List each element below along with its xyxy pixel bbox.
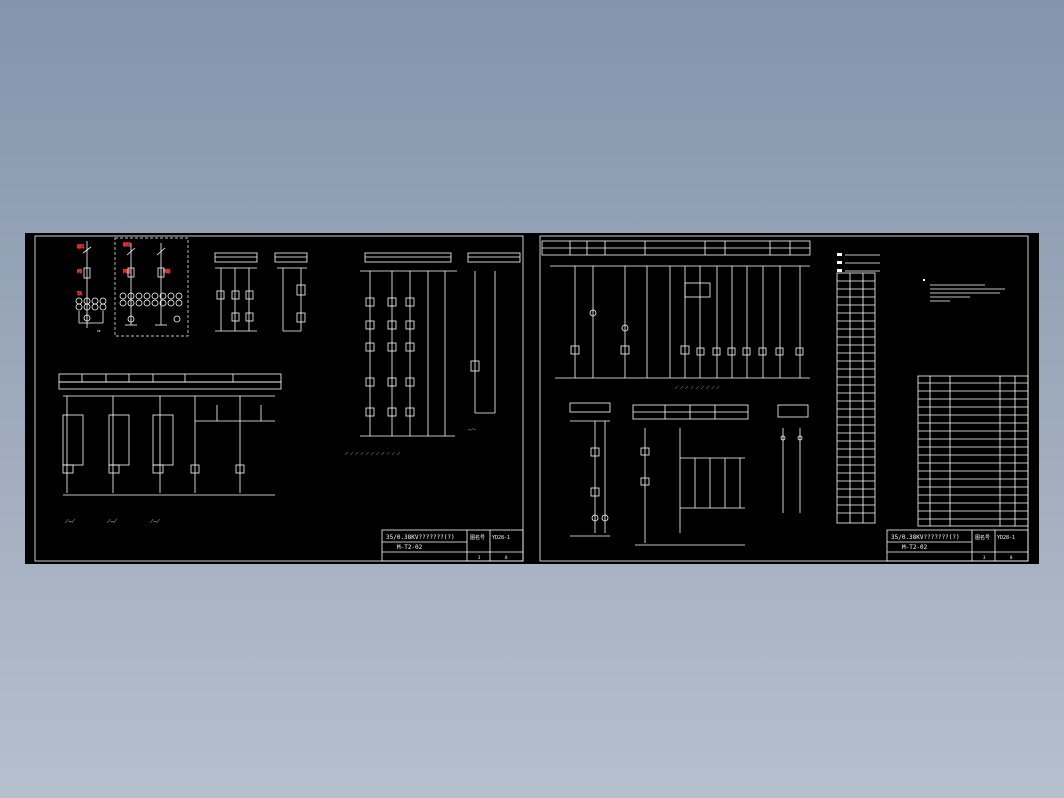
left-drawing-no: M-T2-02: [397, 544, 423, 551]
lower-schematic-2: [632, 404, 749, 546]
right-drawing-no: M-T2-02: [902, 544, 928, 551]
equipment-table: [917, 375, 1029, 527]
primary-circuit-right: QS2 FU2 FU3: [119, 242, 183, 326]
left-label-code: YD28-1: [492, 535, 510, 541]
right-label-tuhao: 图名号: [975, 534, 990, 541]
control-block-1: [214, 252, 258, 332]
svg-text:⟋─⟋: ⟋─⟋: [107, 519, 118, 525]
cad-viewport[interactable]: QS1 FU TA PE QS2 FU2 FU3: [25, 233, 1039, 564]
svg-text:FU3: FU3: [163, 269, 171, 274]
switchgear-enclosure: [114, 237, 189, 337]
control-block-2: [274, 252, 308, 332]
left-title: 35/0.38KV???????(?): [386, 534, 455, 541]
schematic-drawing: QS1 FU TA PE QS2 FU2 FU3: [34, 235, 1029, 562]
right-row-num-1: 3: [983, 555, 986, 560]
left-sheet-frame: [34, 235, 524, 562]
title-block-left: 35/0.38KV???????(?) M-T2-02 图名号 YD28-1 3…: [381, 529, 524, 562]
red-label-1: QS1: [77, 244, 85, 249]
svg-text:⟋─⟋: ⟋─⟋: [150, 519, 161, 525]
red-label-2: FU: [77, 269, 82, 274]
svg-text:—⟋—: —⟋—: [468, 427, 476, 432]
svg-text:QS2: QS2: [123, 242, 131, 247]
right-row-num-2: 8: [1010, 555, 1013, 560]
title-block-right: 35/0.38KV???????(?) M-T2-02 图名号 YD28-1 3…: [886, 529, 1029, 562]
left-row-num-2: 8: [505, 555, 508, 560]
notes-block: [923, 279, 1005, 302]
left-sheet: QS1 FU TA PE QS2 FU2 FU3: [34, 235, 524, 562]
signal-column-left: —⟋—: [467, 252, 521, 432]
left-label-tuhao: 图名号: [470, 534, 485, 541]
feeder-schematic-left: ⟋─⟋ ⟋─⟋ ⟋─⟋: [58, 373, 282, 525]
left-row-num-1: 3: [478, 555, 481, 560]
lower-schematic-3: [777, 404, 809, 513]
lower-schematic-1: [569, 402, 611, 537]
right-label-code: YD28-1: [997, 535, 1015, 541]
ladder-schematic-right: ⟋ ⟋ ⟋ ⟋ ⟋ ⟋ ⟋ ⟋ ⟋: [541, 240, 811, 390]
ladder-schematic-left: ⟋ ⟋ ⟋ ⟋ ⟋ ⟋ ⟋ ⟋ ⟋ ⟋ ⟋: [345, 252, 457, 456]
svg-text:FU2: FU2: [123, 269, 131, 274]
right-sheet: ⟋ ⟋ ⟋ ⟋ ⟋ ⟋ ⟋ ⟋ ⟋: [539, 235, 1029, 562]
terminal-strip: [836, 253, 880, 524]
svg-text:⟋─⟋: ⟋─⟋: [65, 519, 76, 525]
svg-text:⟋ ⟋ ⟋ ⟋ ⟋ ⟋ ⟋ ⟋ ⟋: ⟋ ⟋ ⟋ ⟋ ⟋ ⟋ ⟋ ⟋ ⟋: [675, 385, 720, 390]
svg-text:PE: PE: [97, 329, 101, 333]
right-title: 35/0.38KV???????(?): [891, 534, 960, 541]
red-label-3: TA: [77, 291, 82, 296]
svg-text:⟋ ⟋ ⟋ ⟋ ⟋ ⟋ ⟋ ⟋ ⟋ ⟋ ⟋: ⟋ ⟋ ⟋ ⟋ ⟋ ⟋ ⟋ ⟋ ⟋ ⟋ ⟋: [345, 451, 400, 456]
primary-circuit-left: QS1 FU TA PE: [75, 241, 107, 333]
